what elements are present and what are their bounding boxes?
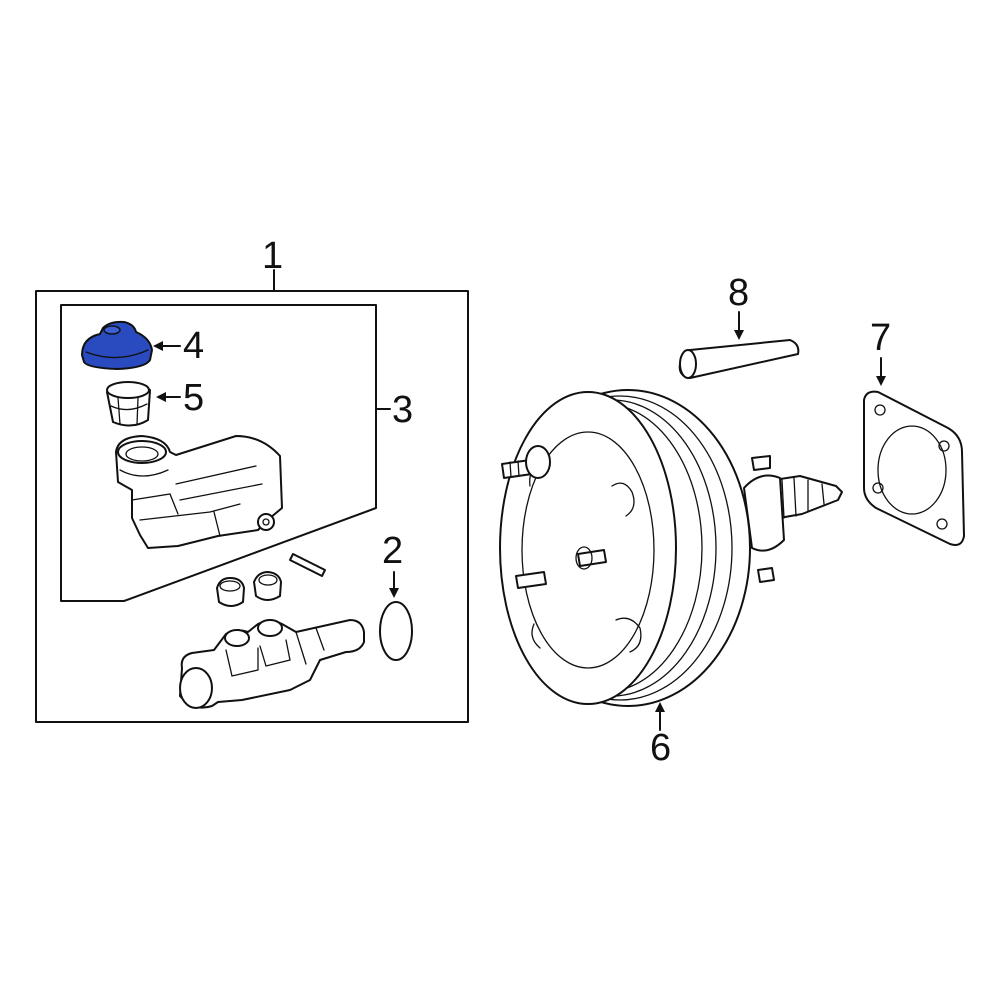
reservoir-strainer-part[interactable]: 5 — [106, 377, 204, 427]
reservoir-neck — [117, 440, 167, 464]
grommets-part[interactable] — [216, 571, 282, 607]
grommet-left-top — [219, 580, 241, 592]
callout-4[interactable]: 4 — [183, 325, 204, 367]
callout-3[interactable]: 3 — [392, 389, 413, 431]
retaining-pin[interactable] — [289, 553, 326, 577]
booster-face-lobes — [529, 459, 642, 653]
master-cylinder-lines — [225, 627, 325, 677]
reservoir-cap-part[interactable]: 4 — [80, 320, 204, 371]
callout-6-arrowhead — [655, 702, 665, 712]
reservoir-tank-part[interactable] — [115, 435, 283, 549]
gasket-hole-2 — [938, 440, 950, 452]
grommet-right[interactable] — [253, 571, 282, 601]
brake-booster-part[interactable] — [499, 389, 843, 707]
reservoir-cap-rim — [85, 349, 149, 359]
strainer-top — [106, 381, 150, 399]
callout-2[interactable]: 2 — [382, 530, 403, 572]
callout-7-arrowhead — [876, 376, 886, 386]
reservoir-neck-inner — [125, 446, 159, 462]
reservoir-tank-lines — [119, 465, 263, 537]
booster-stud-top-left-thread — [509, 460, 520, 478]
booster-center-boss — [575, 546, 593, 570]
booster-gasket-part[interactable] — [863, 390, 965, 546]
vacuum-hose[interactable] — [678, 339, 800, 379]
callout-5[interactable]: 5 — [183, 377, 204, 419]
gasket-center-hole — [877, 425, 947, 515]
booster-rear-stud-top — [751, 455, 771, 471]
callout-8-arrowhead — [734, 330, 744, 340]
callout-2-arrowhead — [389, 588, 399, 598]
strainer-ribs — [110, 397, 148, 426]
reservoir-cap-top — [103, 325, 121, 335]
booster-stud-mid-left — [515, 571, 547, 589]
gasket-hole-4 — [936, 518, 948, 530]
assembly-box — [35, 290, 469, 723]
retaining-pin-part[interactable] — [289, 553, 326, 577]
reservoir-tank[interactable] — [115, 435, 283, 549]
grommet-right-top — [258, 574, 278, 586]
reservoir-cap[interactable] — [80, 320, 154, 371]
booster-stud-top-left-boss — [525, 445, 551, 479]
callout-6[interactable]: 6 — [650, 727, 671, 769]
o-ring[interactable] — [379, 601, 413, 661]
o-ring-group: 2 — [379, 530, 413, 661]
gasket-hole-3 — [872, 482, 884, 494]
callout-4-arrowhead — [153, 341, 163, 351]
master-cylinder-assembly-group: 1 — [35, 235, 469, 723]
booster-gasket[interactable] — [863, 390, 965, 546]
master-cylinder-flange — [179, 667, 213, 709]
callout-5-arrowhead — [156, 392, 166, 402]
reservoir-port-hole — [262, 518, 270, 526]
reservoir-port — [257, 513, 275, 531]
booster-front-inner — [521, 431, 655, 669]
master-cylinder-boss-2 — [257, 619, 283, 637]
vacuum-hose-end — [679, 349, 697, 379]
grommet-left[interactable] — [216, 577, 245, 607]
callout-8[interactable]: 8 — [728, 272, 749, 314]
master-cylinder-boss-1 — [224, 629, 250, 647]
booster-rear-stud-bottom — [757, 567, 775, 583]
master-cylinder-part[interactable] — [179, 619, 365, 709]
vacuum-hose-part[interactable] — [678, 339, 800, 379]
callout-7[interactable]: 7 — [870, 317, 891, 359]
reservoir-box — [60, 304, 377, 602]
booster-rear-boot — [743, 474, 785, 552]
reservoir-group: 3 — [60, 304, 413, 602]
gasket-hole-1 — [874, 404, 886, 416]
callout-1[interactable]: 1 — [262, 235, 283, 277]
